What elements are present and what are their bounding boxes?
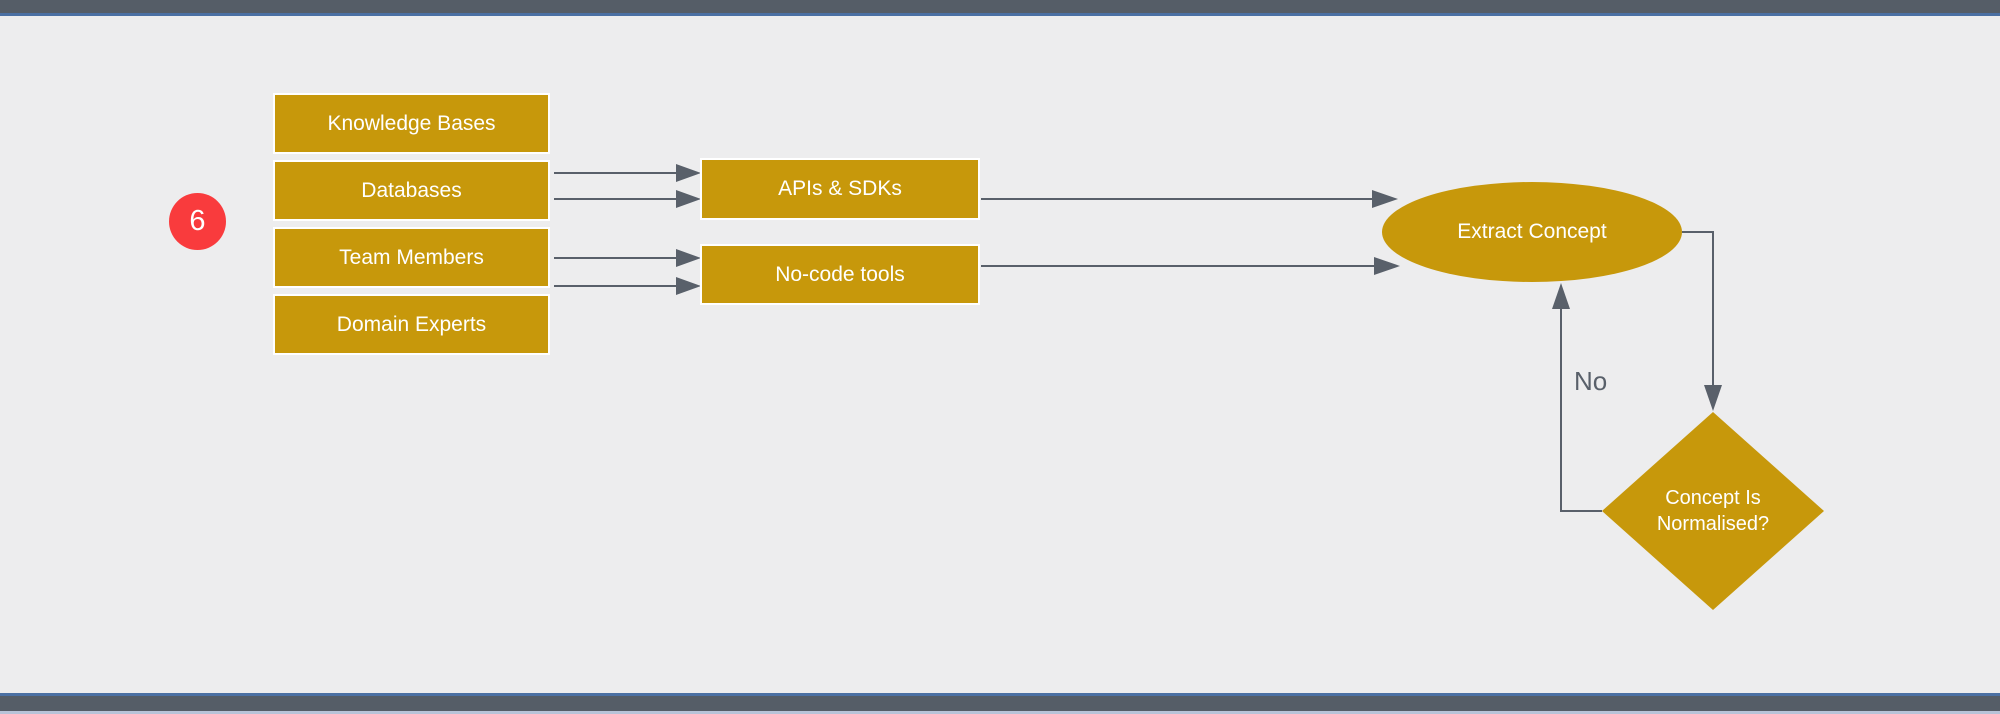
node-label: Extract Concept xyxy=(1457,220,1607,243)
node-label: APIs & SDKs xyxy=(778,177,902,200)
arrowhead-icon xyxy=(676,190,701,208)
bottom-bar xyxy=(0,693,2000,714)
arrowhead-icon xyxy=(1374,257,1400,275)
arrowhead-icon xyxy=(1552,283,1570,309)
node-apis-sdks: APIs & SDKs xyxy=(700,158,980,220)
edge-extract-concept-to-decision xyxy=(1682,231,1722,411)
top-bar xyxy=(0,0,2000,16)
node-decision-label: Concept Is Normalised? xyxy=(1602,412,1824,610)
node-databases: Databases xyxy=(273,160,550,221)
node-label: Team Members xyxy=(339,245,484,269)
edge-team-members-to-nocode-upper xyxy=(554,249,701,267)
badge-value: 6 xyxy=(189,205,206,237)
arrowhead-icon xyxy=(1704,385,1722,411)
node-label: Knowledge Bases xyxy=(327,111,496,135)
decision-diamond-shape xyxy=(1602,412,1824,610)
node-label: Domain Experts xyxy=(336,312,487,336)
node-label: No-code tools xyxy=(775,262,905,286)
edge-apis-to-extract-concept xyxy=(981,190,1398,208)
edge-databases-to-apis-upper xyxy=(554,164,701,182)
edge-nocode-to-extract-concept xyxy=(981,257,1400,275)
node-knowledge-bases: Knowledge Bases xyxy=(273,93,550,154)
edge-label-no: No xyxy=(1574,366,1608,396)
edge-team-members-to-nocode-lower xyxy=(554,277,701,295)
node-extract-concept: Extract Concept xyxy=(1382,182,1682,282)
arrowhead-icon xyxy=(676,277,701,295)
node-team-members: Team Members xyxy=(273,227,550,288)
edge-decision-no-to-extract-concept xyxy=(1552,283,1602,512)
node-label: Concept Is Normalised? xyxy=(1656,487,1770,535)
step-number-badge: 6 xyxy=(169,193,226,250)
arrowhead-icon xyxy=(1372,190,1398,208)
edge-databases-to-apis-lower xyxy=(554,190,701,208)
node-domain-experts: Domain Experts xyxy=(273,294,550,355)
node-label: Databases xyxy=(361,178,462,202)
node-nocode-tools: No-code tools xyxy=(700,244,980,305)
arrowhead-icon xyxy=(676,249,701,267)
arrowhead-icon xyxy=(676,164,701,182)
